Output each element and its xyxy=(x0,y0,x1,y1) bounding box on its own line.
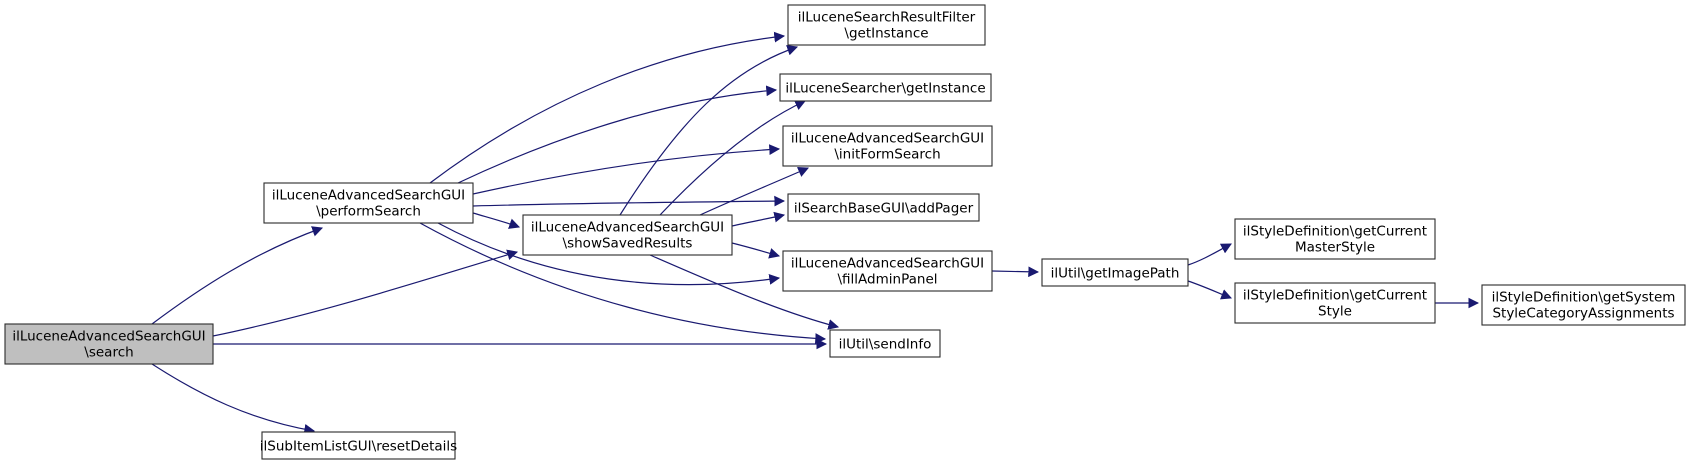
edge-showSavedResults-to-fillAdminPanel xyxy=(731,242,781,259)
edge-showSavedResults-to-sendInfo xyxy=(649,254,840,330)
nodes-layer: ilLuceneAdvancedSearchGUI\searchilLucene… xyxy=(4,4,1686,460)
node-add-pager[interactable]: ilSearchBaseGUI\addPager xyxy=(787,193,980,222)
node-label: ilUtil\getImagePath xyxy=(1051,266,1180,282)
node-box[interactable] xyxy=(787,193,980,222)
edge-performSearch-to-filterGetInstance xyxy=(429,31,786,184)
node-search-result-filter-get-instance[interactable]: ilLuceneSearchResultFilter\getInstance xyxy=(787,4,986,46)
edge-fillAdminPanel-to-getImagePath xyxy=(991,266,1040,278)
edge-performSearch-to-sendInfo xyxy=(419,222,827,344)
node-label: \initFormSearch xyxy=(834,147,940,163)
node-box[interactable] xyxy=(782,250,993,292)
edge-search-to-performSearch xyxy=(151,226,324,325)
edge-getImagePath-to-getCurrentStyle xyxy=(1187,280,1233,300)
node-fill-admin-panel[interactable]: ilLuceneAdvancedSearchGUI\fillAdminPanel xyxy=(782,250,993,292)
node-label: ilLuceneAdvancedSearchGUI xyxy=(272,188,465,204)
node-label: ilLuceneAdvancedSearchGUI xyxy=(531,220,724,236)
node-label: ilLuceneAdvancedSearchGUI xyxy=(791,256,984,272)
node-label: ilSubItemListGUI\resetDetails xyxy=(260,439,457,455)
node-box[interactable] xyxy=(829,329,941,358)
node-label: MasterStyle xyxy=(1295,240,1375,256)
node-label: \showSavedResults xyxy=(563,236,693,252)
edge-performSearch-to-searcherGetInstance xyxy=(457,85,778,184)
node-reset-details[interactable]: ilSubItemListGUI\resetDetails xyxy=(260,431,457,460)
node-label: ilLuceneAdvancedSearchGUI xyxy=(12,329,205,345)
node-label: \getInstance xyxy=(844,26,928,42)
edge-showSavedResults-to-addPager xyxy=(731,211,786,227)
node-box[interactable] xyxy=(1234,282,1436,324)
node-label: ilStyleDefinition\getCurrent xyxy=(1243,288,1427,304)
edge-performSearch-to-showSavedResults xyxy=(472,212,521,229)
node-init-form-search[interactable]: ilLuceneAdvancedSearchGUI\initFormSearch xyxy=(782,125,993,167)
node-label: ilStyleDefinition\getCurrent xyxy=(1243,224,1427,240)
node-box[interactable] xyxy=(4,323,214,365)
node-label: \performSearch xyxy=(316,204,421,220)
node-label: ilLuceneSearchResultFilter xyxy=(798,10,976,26)
node-send-info[interactable]: ilUtil\sendInfo xyxy=(829,329,941,358)
node-show-saved-results[interactable]: ilLuceneAdvancedSearchGUI\showSavedResul… xyxy=(522,214,733,256)
node-searcher-get-instance[interactable]: ilLuceneSearcher\getInstance xyxy=(779,73,992,102)
edge-showSavedResults-to-searcherGetInstance xyxy=(659,100,806,216)
node-search[interactable]: ilLuceneAdvancedSearchGUI\search xyxy=(4,323,214,365)
edge-search-to-showSavedResults xyxy=(212,249,519,337)
node-box[interactable] xyxy=(782,125,993,167)
node-perform-search[interactable]: ilLuceneAdvancedSearchGUI\performSearch xyxy=(263,182,474,224)
node-label: ilUtil\sendInfo xyxy=(839,337,932,353)
node-box[interactable] xyxy=(261,431,456,460)
node-box[interactable] xyxy=(522,214,733,256)
edge-performSearch-to-addPager xyxy=(472,195,786,207)
edge-showSavedResults-to-filterGetInstance xyxy=(619,45,799,216)
node-label: ilLuceneSearcher\getInstance xyxy=(785,81,985,97)
node-box[interactable] xyxy=(1234,218,1436,260)
edge-search-to-resetDetails xyxy=(151,363,316,435)
node-box[interactable] xyxy=(263,182,474,224)
node-label: Style xyxy=(1318,304,1352,320)
node-box[interactable] xyxy=(787,4,986,46)
node-label: ilSearchBaseGUI\addPager xyxy=(794,201,974,217)
node-label: \search xyxy=(84,345,133,361)
node-label: ilLuceneAdvancedSearchGUI xyxy=(791,131,984,147)
edge-performSearch-to-fillAdminPanel xyxy=(437,222,781,286)
node-get-image-path[interactable]: ilUtil\getImagePath xyxy=(1041,258,1189,287)
node-box[interactable] xyxy=(779,73,992,102)
edge-showSavedResults-to-initFormSearch xyxy=(699,166,809,216)
node-label: \fillAdminPanel xyxy=(838,272,938,288)
edges-layer xyxy=(151,31,1480,435)
node-get-system-style-category-assignments[interactable]: ilStyleDefinition\getSystemStyleCategory… xyxy=(1481,284,1686,326)
node-label: ilStyleDefinition\getSystem xyxy=(1492,290,1676,306)
node-label: StyleCategoryAssignments xyxy=(1492,306,1674,322)
edge-getImagePath-to-getCurrentMasterStyle xyxy=(1187,243,1232,266)
edge-performSearch-to-initFormSearch xyxy=(472,144,781,195)
node-box[interactable] xyxy=(1041,258,1189,287)
node-box[interactable] xyxy=(1481,284,1686,326)
